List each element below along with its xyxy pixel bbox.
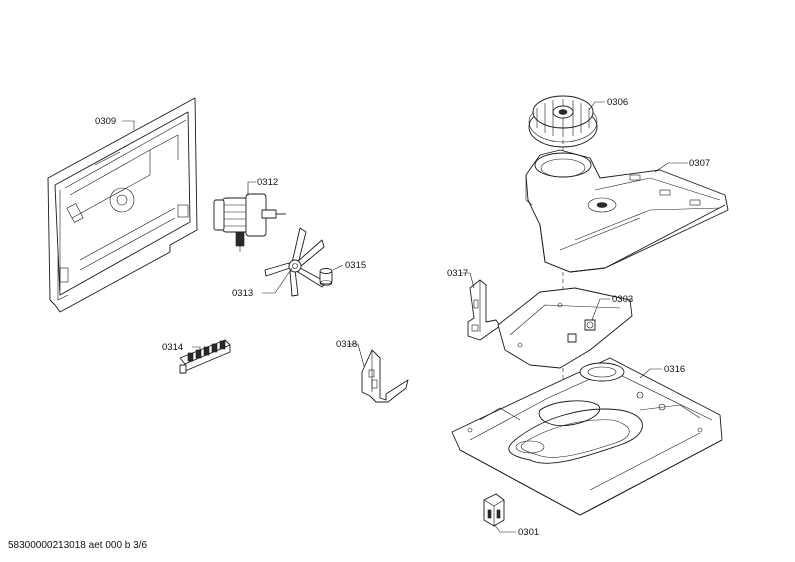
part-0309-back-panel [47,97,198,313]
part-0315-fan-nut [319,268,333,286]
part-0301-switch [483,493,505,527]
label-0318: 0318 [336,339,357,350]
document-code: 58300000213018 aet 000 b 3/6 [8,540,148,551]
part-0316-cavity-bottom [451,357,723,516]
part-labels: 0309 0312 0313 0315 0314 0318 0317 0306 … [95,97,710,538]
label-0315: 0315 [345,260,366,271]
label-0309: 0309 [95,116,116,127]
part-0314-terminal-block [179,339,231,374]
label-0314: 0314 [162,342,183,353]
leader-lines [122,101,688,533]
label-0303: 0303 [612,294,633,305]
label-0313: 0313 [232,288,253,299]
label-0317: 0317 [447,268,468,279]
part-0306-fan-wheel [528,95,598,170]
part-0307-fan-duct [525,149,729,300]
part-0318-bracket [361,349,409,403]
part-0312-fan-motor [213,193,286,252]
label-0306: 0306 [607,97,628,108]
part-0313-fan-blade [264,227,327,297]
label-0301: 0301 [518,527,539,538]
label-0307: 0307 [689,158,710,169]
part-0317-bracket [467,279,501,341]
label-0316: 0316 [664,364,685,375]
part-0303-cover-plate [497,287,633,385]
label-0312: 0312 [257,177,278,188]
